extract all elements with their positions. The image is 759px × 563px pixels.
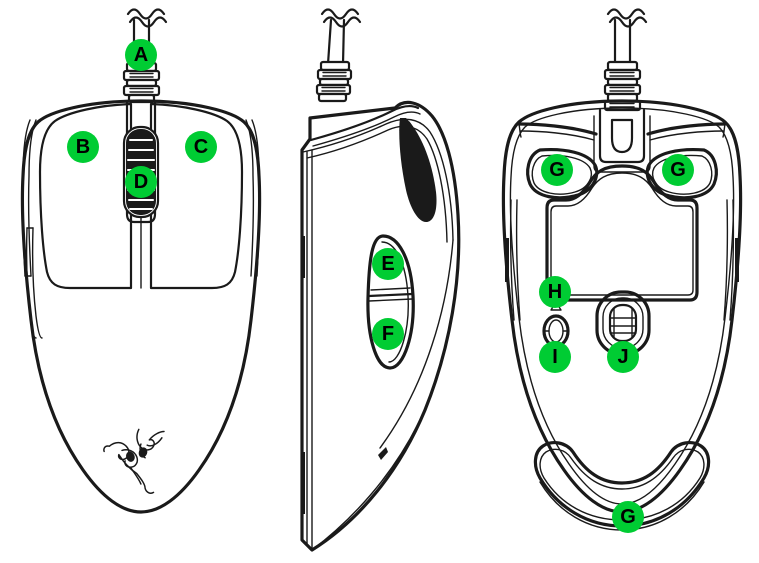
callout-badge-f-side-button-back[interactable]: F — [372, 318, 404, 350]
side-button-divider — [367, 287, 414, 302]
side-seams-bottom — [505, 199, 739, 321]
left-click-button[interactable] — [38, 102, 133, 290]
side-button-inner-edge — [381, 241, 409, 363]
callout-badge-g-ptfe-foot-front-left[interactable]: G — [541, 154, 573, 186]
cable-break-symbol-bottom — [606, 8, 648, 28]
side-left-seams — [302, 149, 313, 549]
callout-badge-j-optical-sensor[interactable]: J — [607, 341, 639, 373]
view-top — [20, 8, 262, 514]
cable-break-symbol-side — [320, 8, 362, 28]
cable-bottom — [613, 18, 632, 64]
callout-badge-e-side-button-forward[interactable]: E — [372, 248, 404, 280]
cable-strain-relief-bottom — [603, 60, 642, 112]
callout-badge-h-profile-indicator-light[interactable]: H — [539, 276, 571, 308]
optical-sensor — [595, 290, 651, 356]
side-palm-edge — [311, 423, 419, 551]
side-buttons-group[interactable] — [366, 234, 415, 370]
scroll-wheel-side[interactable] — [399, 118, 437, 222]
view-side — [300, 8, 461, 552]
side-top-ridge — [309, 105, 420, 142]
razer-logo — [103, 428, 165, 494]
callout-badge-g-ptfe-foot-rear[interactable]: G — [612, 501, 644, 533]
callout-badge-g-ptfe-foot-front-right[interactable]: G — [662, 154, 694, 186]
side-shell-seam — [302, 118, 454, 241]
center-panel-bottom — [545, 164, 699, 302]
callout-badge-b-left-click-button[interactable]: B — [67, 131, 99, 163]
shoulder-arcs-bottom — [517, 122, 727, 141]
side-rear-notch — [378, 447, 388, 460]
mouse-side-profile — [300, 100, 461, 552]
callout-badge-a-cable-strain-relief[interactable]: A — [125, 39, 157, 71]
view-bottom — [501, 8, 743, 531]
scroll-wheel-recess — [125, 99, 157, 224]
right-click-button[interactable] — [149, 102, 244, 290]
cable-side — [326, 18, 346, 66]
cable-port-plate — [593, 108, 651, 173]
side-buttons-edge-top — [21, 119, 43, 339]
right-side-edge-top — [245, 119, 261, 277]
side-front-fold — [379, 239, 454, 449]
callout-badge-i-profile-dpi-button[interactable]: I — [539, 341, 571, 373]
callout-badge-d-scroll-wheel[interactable]: D — [125, 166, 157, 198]
callout-badge-c-right-click-button[interactable]: C — [185, 131, 217, 163]
cable-strain-relief-side — [315, 60, 353, 103]
side-top-ridge-inner — [312, 111, 421, 147]
side-button-outer-shape[interactable] — [366, 234, 415, 370]
